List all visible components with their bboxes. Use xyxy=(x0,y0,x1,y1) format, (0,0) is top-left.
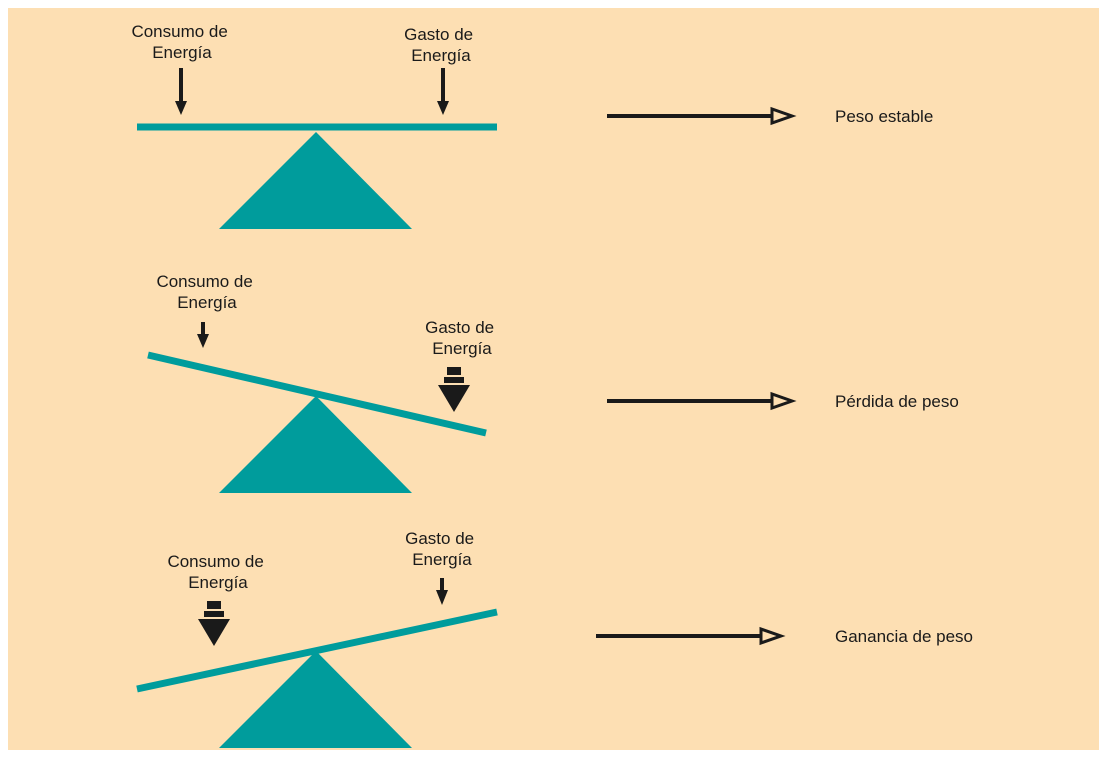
panel-gain: Consumo de Energía Gasto de Energía Gana… xyxy=(136,529,973,748)
result-arrow-icon xyxy=(607,391,797,411)
gasto-label: Gasto de Energía xyxy=(404,25,478,65)
result-label: Peso estable xyxy=(835,107,933,126)
beam xyxy=(147,351,487,437)
diagram-background xyxy=(8,8,1099,750)
gasto-label: Gasto de Energía xyxy=(405,529,479,569)
gasto-small-arrow-icon xyxy=(437,68,449,115)
consumo-label: Consumo de Energía xyxy=(167,552,268,592)
gasto-label: Gasto de Energía xyxy=(425,318,499,358)
consumo-small-arrow-icon xyxy=(197,322,209,348)
result-label: Ganancia de peso xyxy=(835,627,973,646)
consumo-heavy-weight-arrow-icon xyxy=(198,601,230,646)
panel-loss: Consumo de Energía Gasto de Energía Pérd… xyxy=(147,272,959,493)
fulcrum xyxy=(219,132,412,229)
fulcrum xyxy=(219,651,412,748)
result-label: Pérdida de peso xyxy=(835,392,959,411)
beam xyxy=(136,608,498,693)
result-arrow-icon xyxy=(596,626,786,646)
consumo-label: Consumo de Energía xyxy=(131,22,232,62)
gasto-small-arrow-icon xyxy=(436,578,448,605)
fulcrum xyxy=(219,396,412,493)
result-arrow-icon xyxy=(607,106,797,126)
consumo-label: Consumo de Energía xyxy=(156,272,257,312)
panel-stable: Consumo de Energía Gasto de Energía Peso… xyxy=(131,22,933,229)
gasto-heavy-weight-arrow-icon xyxy=(438,367,470,412)
consumo-small-arrow-icon xyxy=(175,68,187,115)
